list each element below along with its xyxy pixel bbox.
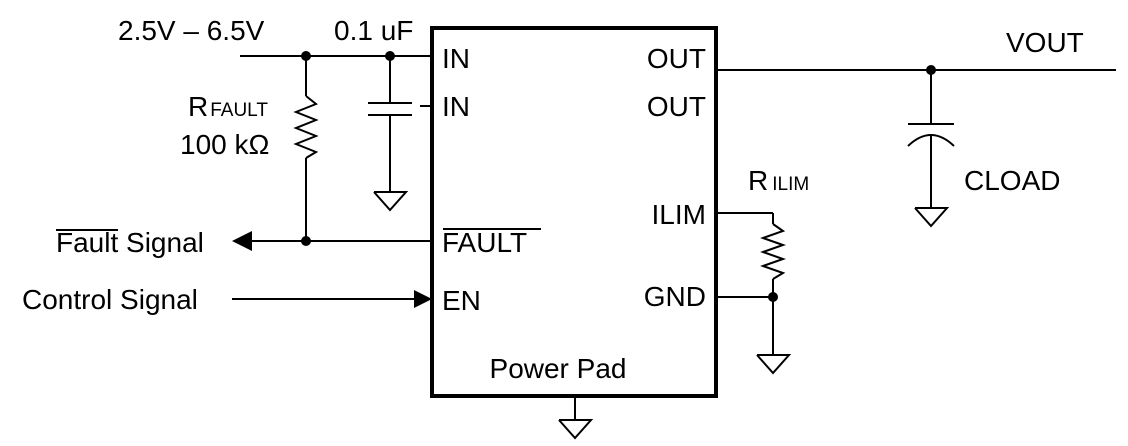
chip: IN IN FAULT EN OUT OUT ILIM GND Power Pa…	[430, 26, 718, 398]
ground-icon	[756, 354, 792, 375]
fault-signal-label: Fault Signal	[56, 227, 204, 258]
fault-signal-line: Fault Signal	[56, 227, 432, 258]
arrow-right-icon	[414, 290, 432, 308]
power-pad-label: Power Pad	[490, 353, 627, 384]
pin-in-1: IN	[442, 43, 470, 74]
cload-capacitor: CLOAD	[907, 70, 1060, 228]
input-cap-label: 0.1 uF	[334, 15, 413, 46]
pin-fault: FAULT	[442, 227, 527, 258]
pin-out-1: OUT	[647, 43, 706, 74]
output-rail: VOUT	[716, 27, 1116, 75]
junction-dot	[301, 236, 311, 246]
pin-in-2: IN	[442, 91, 470, 122]
ground-icon	[558, 419, 594, 440]
arrow-left-icon	[232, 231, 252, 251]
pin-en: EN	[442, 285, 481, 316]
pin-gnd: GND	[644, 281, 706, 312]
junction-dot	[768, 292, 778, 302]
cload-label: CLOAD	[964, 165, 1060, 196]
pin-out-2: OUT	[647, 91, 706, 122]
supply-range-label: 2.5V – 6.5V	[118, 15, 265, 46]
power-pad-ground	[558, 396, 594, 440]
control-signal-label: Control Signal	[22, 284, 198, 315]
ground-icon	[373, 191, 409, 212]
input-capacitor	[368, 56, 412, 212]
ground-icon	[914, 207, 950, 228]
pin-ilim: ILIM	[652, 199, 706, 230]
control-signal-line: Control Signal	[22, 284, 432, 315]
input-rail: 2.5V – 6.5V 0.1 uF	[118, 15, 432, 61]
vout-label: VOUT	[1006, 27, 1084, 58]
rfault-value-label: 100 kΩ	[180, 129, 269, 160]
